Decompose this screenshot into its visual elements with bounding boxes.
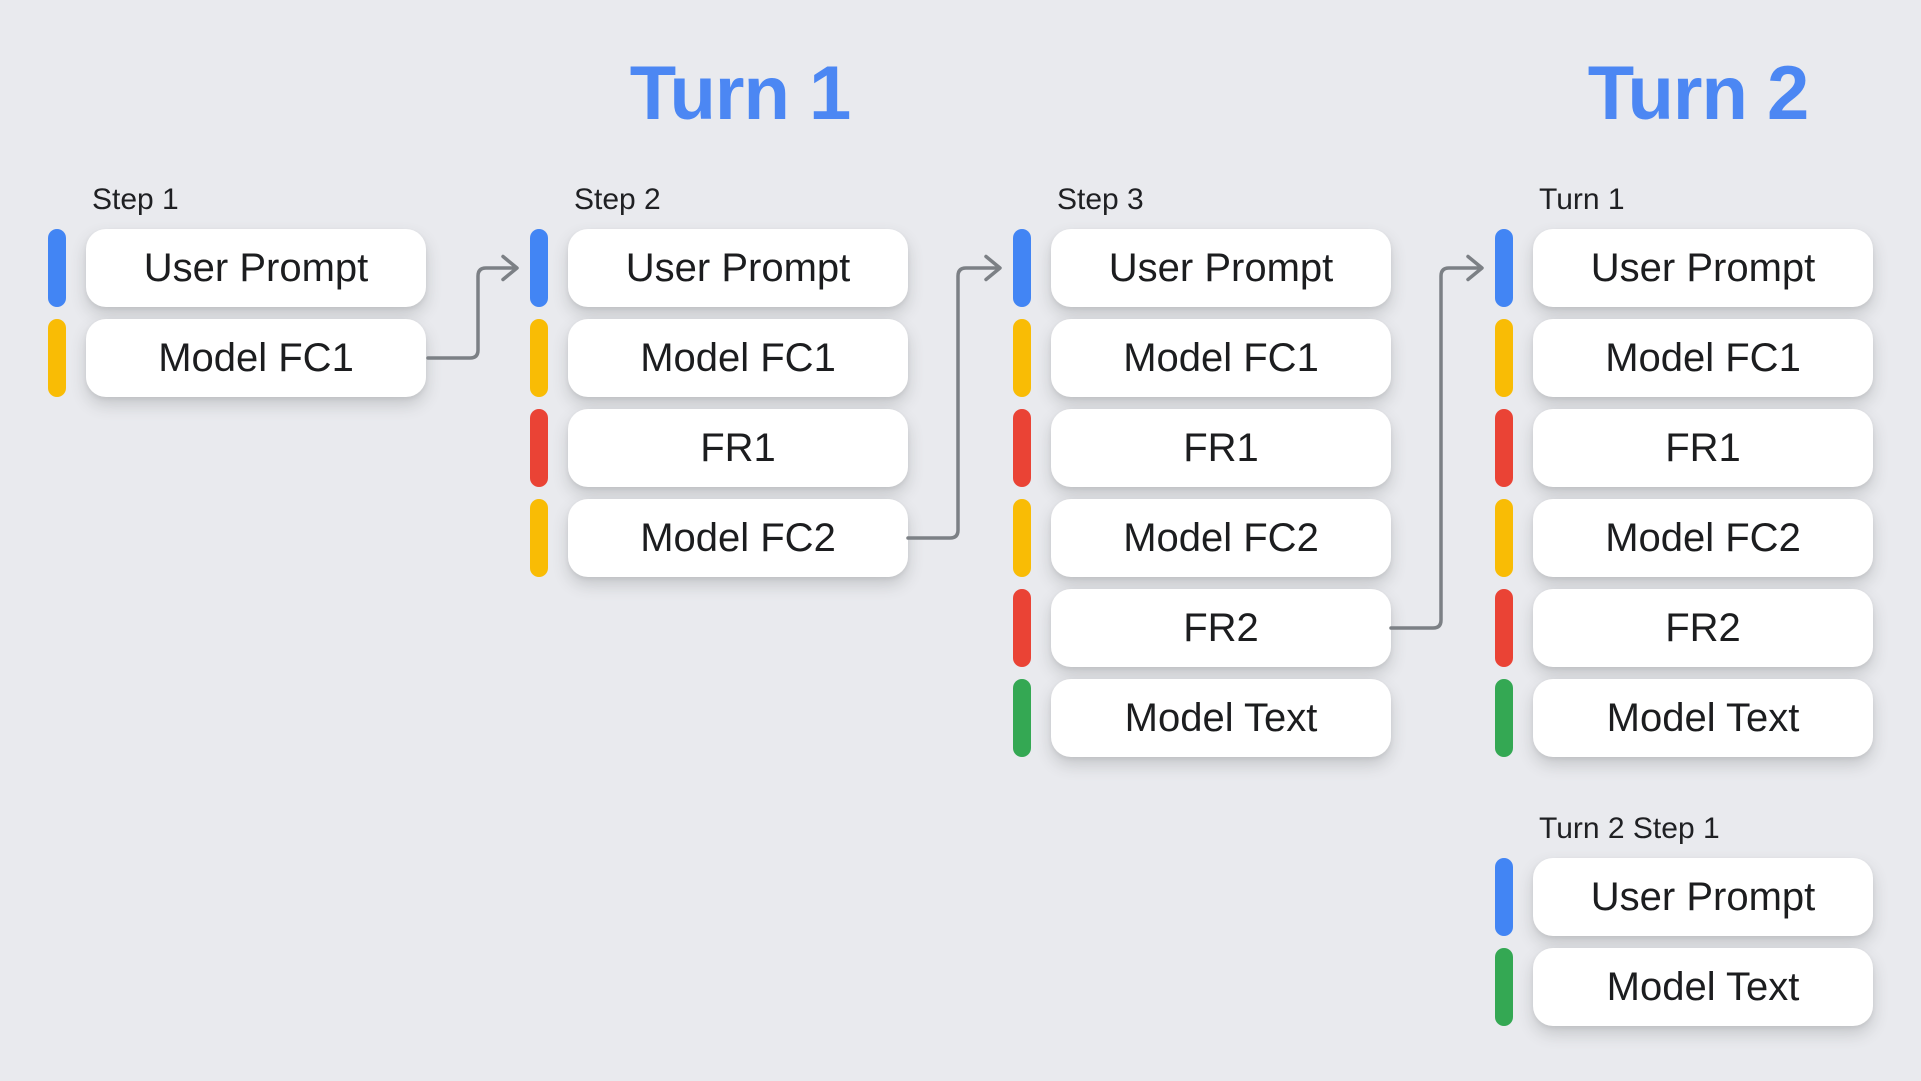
card-row: Model Text	[1013, 679, 1391, 757]
turn-2-header: Turn 2	[1587, 51, 1810, 136]
model-fc2-card: Model FC2	[568, 499, 908, 577]
group-turn-1-label: Turn 1	[1539, 183, 1625, 216]
fr2-bar	[1013, 589, 1031, 667]
card-row: FR1	[530, 409, 908, 487]
user-prompt-card: User Prompt	[568, 229, 908, 307]
card-row: User Prompt	[48, 229, 426, 307]
arrowhead-step2-to-step3	[984, 254, 1002, 282]
model-fc2-bar	[1013, 499, 1031, 577]
model-fc1-bar	[530, 319, 548, 397]
model-fc1-bar	[1495, 319, 1513, 397]
group-step-3-label: Step 3	[1057, 183, 1144, 216]
model-fc1-card: Model FC1	[568, 319, 908, 397]
card-row: Model FC1	[530, 319, 908, 397]
user-prompt-bar	[48, 229, 66, 307]
fr2-card: FR2	[1051, 589, 1391, 667]
model-text-card: Model Text	[1051, 679, 1391, 757]
card-row: Model Text	[1495, 679, 1873, 757]
fr1-card: FR1	[568, 409, 908, 487]
card-row: Model Text	[1495, 948, 1873, 1026]
card-row: FR2	[1013, 589, 1391, 667]
model-fc2-card: Model FC2	[1051, 499, 1391, 577]
arrow-step1-to-step2	[426, 266, 515, 360]
fr2-card: FR2	[1533, 589, 1873, 667]
card-row: User Prompt	[530, 229, 908, 307]
group-step-1: Step 1 User Prompt Model FC1	[48, 183, 426, 409]
group-step-2: Step 2 User Prompt Model FC1 FR1 Model F…	[530, 183, 908, 589]
card-row: User Prompt	[1013, 229, 1391, 307]
card-row: User Prompt	[1495, 229, 1873, 307]
arrowhead-step1-to-step2	[501, 254, 519, 282]
model-fc1-card: Model FC1	[1051, 319, 1391, 397]
group-step-1-label: Step 1	[92, 183, 179, 216]
arrowhead-step3-to-turn1	[1466, 254, 1484, 282]
fr2-bar	[1495, 589, 1513, 667]
arrow-step3-to-turn1	[1389, 266, 1480, 630]
group-step-2-label: Step 2	[574, 183, 661, 216]
group-turn-2-step-1: Turn 2 Step 1 User Prompt Model Text	[1495, 812, 1873, 1038]
user-prompt-bar	[1013, 229, 1031, 307]
arrow-step2-to-step3	[906, 266, 998, 540]
card-row: User Prompt	[1495, 858, 1873, 936]
card-row: Model FC1	[48, 319, 426, 397]
model-fc1-bar	[1013, 319, 1031, 397]
model-fc1-bar	[48, 319, 66, 397]
card-row: FR1	[1495, 409, 1873, 487]
group-turn-2-step-1-label: Turn 2 Step 1	[1539, 812, 1720, 845]
model-text-card: Model Text	[1533, 679, 1873, 757]
group-turn-1-context: Turn 1 User Prompt Model FC1 FR1 Model F…	[1495, 183, 1873, 769]
model-text-bar	[1013, 679, 1031, 757]
fr1-bar	[1495, 409, 1513, 487]
turn-1-header: Turn 1	[629, 51, 852, 136]
user-prompt-card: User Prompt	[1051, 229, 1391, 307]
model-text-bar	[1495, 679, 1513, 757]
model-fc1-card: Model FC1	[86, 319, 426, 397]
model-fc2-bar	[530, 499, 548, 577]
model-fc1-card: Model FC1	[1533, 319, 1873, 397]
user-prompt-card: User Prompt	[1533, 858, 1873, 936]
user-prompt-card: User Prompt	[1533, 229, 1873, 307]
model-fc2-card: Model FC2	[1533, 499, 1873, 577]
fr1-card: FR1	[1051, 409, 1391, 487]
card-row: Model FC2	[1013, 499, 1391, 577]
card-row: Model FC2	[1495, 499, 1873, 577]
fr1-card: FR1	[1533, 409, 1873, 487]
user-prompt-bar	[530, 229, 548, 307]
card-row: Model FC1	[1495, 319, 1873, 397]
user-prompt-bar	[1495, 858, 1513, 936]
fr1-bar	[1013, 409, 1031, 487]
card-row: FR1	[1013, 409, 1391, 487]
model-text-bar	[1495, 948, 1513, 1026]
fr1-bar	[530, 409, 548, 487]
model-text-card: Model Text	[1533, 948, 1873, 1026]
user-prompt-bar	[1495, 229, 1513, 307]
card-row: Model FC1	[1013, 319, 1391, 397]
model-fc2-bar	[1495, 499, 1513, 577]
user-prompt-card: User Prompt	[86, 229, 426, 307]
card-row: FR2	[1495, 589, 1873, 667]
card-row: Model FC2	[530, 499, 908, 577]
group-step-3: Step 3 User Prompt Model FC1 FR1 Model F…	[1013, 183, 1391, 769]
